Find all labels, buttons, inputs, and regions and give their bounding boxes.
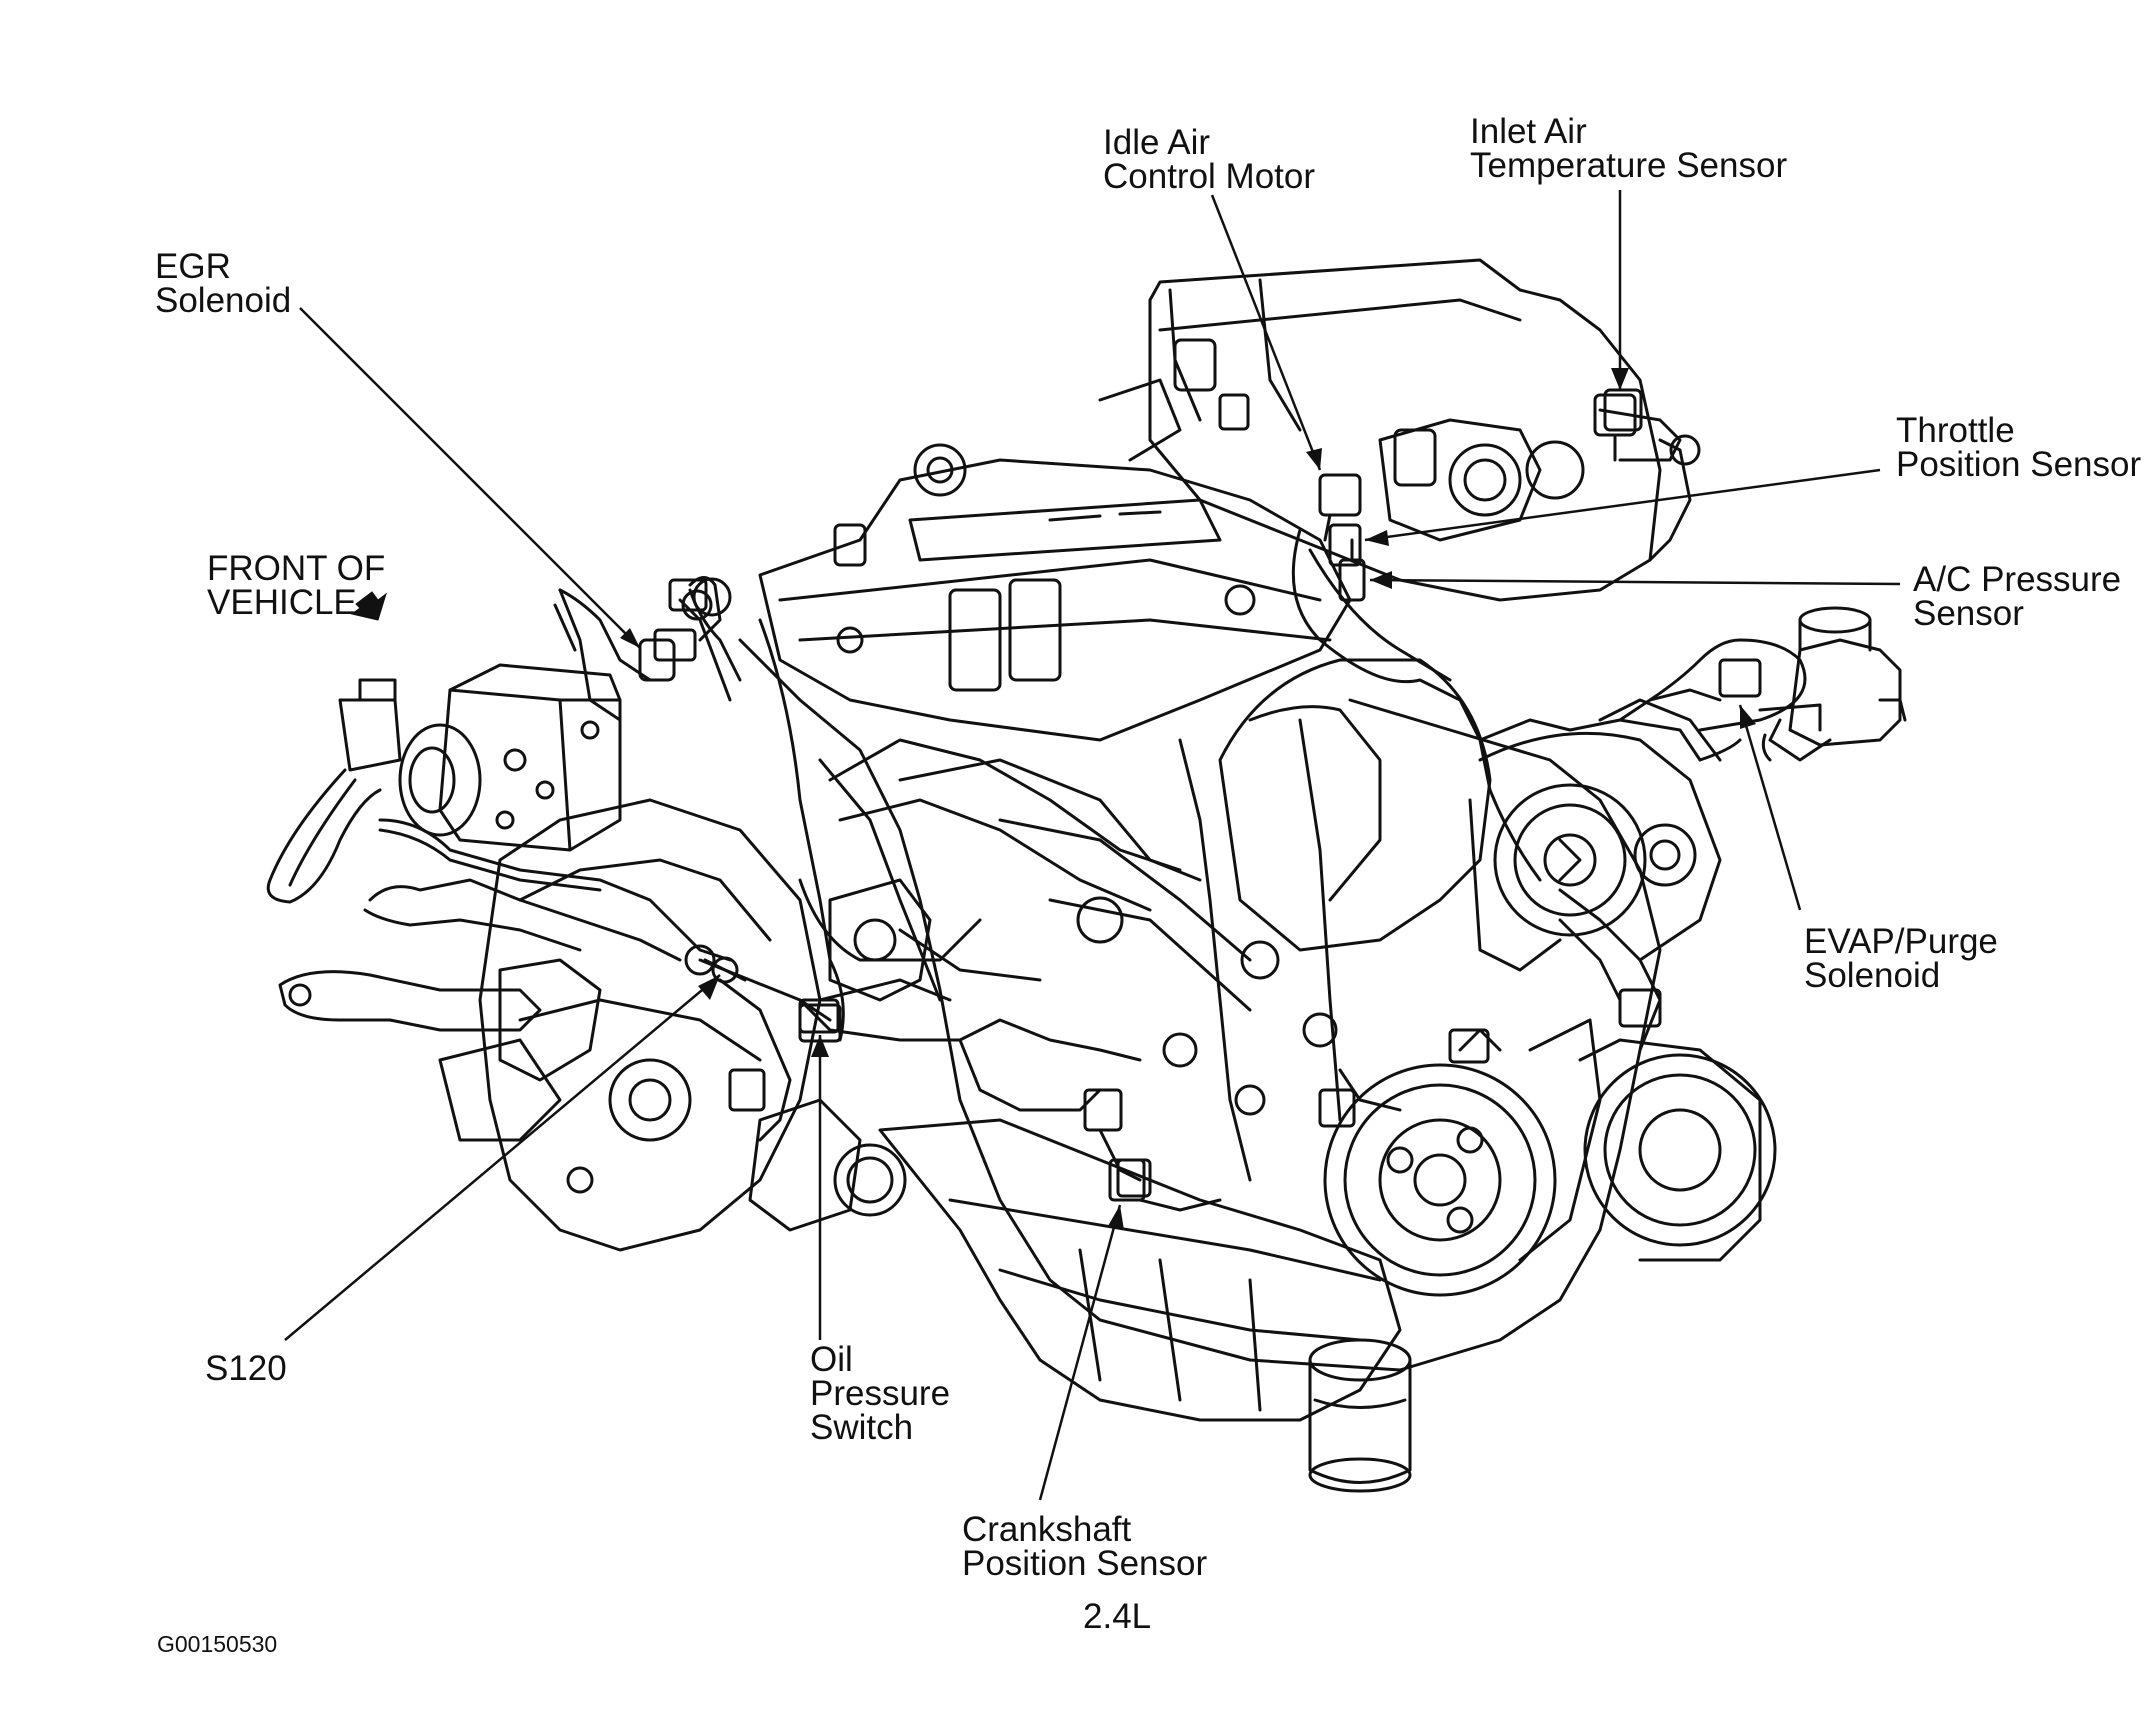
label-crankshaft-position-sensor: Crankshaft Position Sensor [962,1510,1208,1583]
label-front-of-vehicle: FRONT OF VEHICLE [207,549,386,622]
mount-bracket [278,958,602,1142]
label-egr-solenoid: EGR Solenoid [155,247,292,320]
inlet-air-arrow [1611,368,1629,390]
wiring-harness-lower [698,958,1222,1212]
label-idle-air-control-motor: Idle Air Control Motor [1103,123,1316,196]
label-s120: S120 [205,1349,287,1388]
label-oil-pressure-switch: Oil Pressure Switch [810,1340,951,1447]
ac-compressor-pulley [1518,1018,1777,1262]
s120-leader [284,974,721,1341]
crank-arrow [1108,1205,1124,1230]
throttle-position-part [1328,523,1362,567]
evap-solenoid-part [1718,606,1907,762]
egr-leader [299,307,641,649]
crank-leader [1038,1204,1122,1501]
egr-solenoid-part [558,576,722,682]
oil-filter [1308,1338,1412,1493]
egr-arrow [620,628,640,648]
abs-unit [338,663,622,852]
crankshaft-sensor-part [1108,1158,1146,1202]
arrowheads [620,368,1756,1230]
ac-pressure-part [1338,538,1366,602]
ac-arrow [1370,571,1392,589]
label-throttle-position-sensor: Throttle Position Sensor [1896,411,2142,484]
s120-arrow [698,975,720,1000]
oil-pan [878,1118,1402,1422]
label-evap-purge-solenoid: EVAP/Purge Solenoid [1804,922,1998,995]
oil-pressure-part [798,998,840,1034]
engine-code: 2.4L [1083,1597,1152,1636]
wiring-harness-left [266,577,845,1042]
wiring-harness-right [1291,528,1807,1128]
label-ac-pressure-sensor: A/C Pressure Sensor [1913,560,2122,633]
throttle-arrow [1365,530,1389,546]
crank-pulley [1323,1063,1557,1297]
front-arrow-icon [350,591,387,621]
timing-cover [1218,658,1492,952]
leader-lines [284,190,1901,1501]
power-steering-pulley [1468,698,1722,972]
idle-air-leader [1210,194,1322,471]
idle-air-arrow [1306,448,1322,470]
ac-leader [1369,578,1901,586]
inlet-air-temp-part [1593,393,1637,462]
engine-block [738,638,1662,1372]
exhaust-manifold [798,738,1182,982]
figure-id: G00150530 [157,1631,278,1657]
transaxle [478,798,952,1252]
throttle-leader [1364,468,1881,542]
s120-splice [703,956,747,984]
valve-cover [758,443,1352,742]
throttle-body [1378,388,1701,562]
idle-air-control-part [1318,473,1362,542]
intake-manifold [1098,258,1662,602]
oil-arrow [811,1035,829,1057]
evap-arrow [1740,705,1756,729]
label-inlet-air-temperature-sensor: Inlet Air Temperature Sensor [1470,112,1788,185]
evap-leader [1738,704,1802,911]
